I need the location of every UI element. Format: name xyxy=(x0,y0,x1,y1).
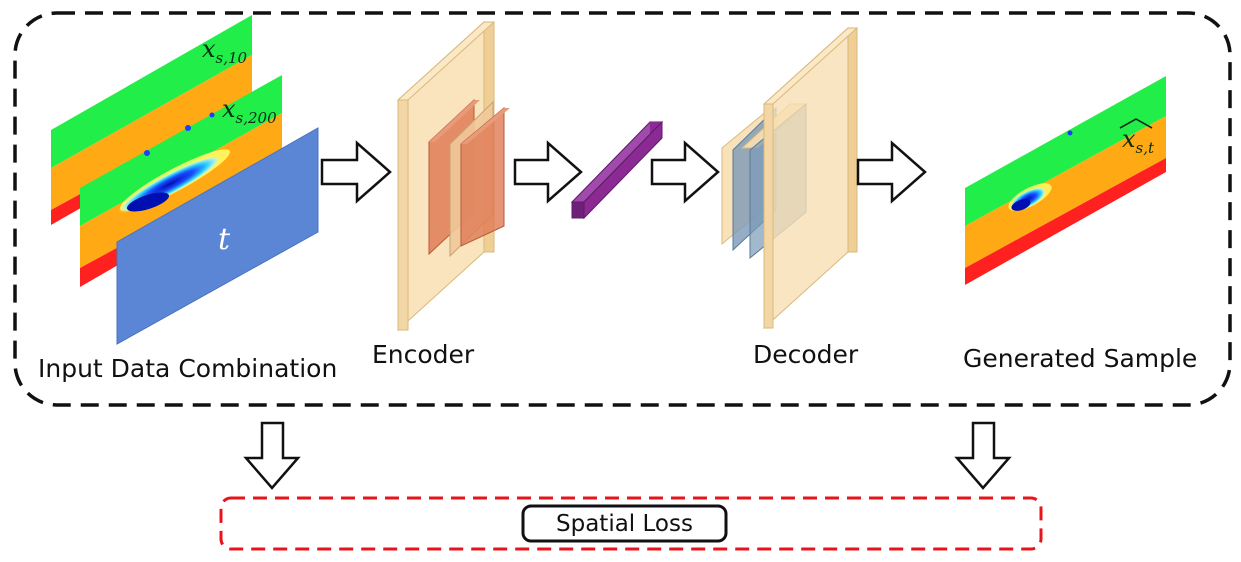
arrow-input-to-loss xyxy=(243,421,301,490)
decoder-block xyxy=(721,26,859,330)
input-label: Input Data Combination xyxy=(38,354,337,383)
loss-boundary xyxy=(219,496,1043,551)
hat-accent-icon xyxy=(1119,118,1153,129)
generated-label: Generated Sample xyxy=(963,344,1197,373)
decoder-label: Decoder xyxy=(753,340,859,369)
model-boundary xyxy=(13,11,1232,407)
spatial-loss-label: Spatial Loss xyxy=(556,511,693,537)
spatial-loss-box xyxy=(521,504,728,543)
t-label: t xyxy=(218,222,231,257)
generated-sample-panel: xs,t xyxy=(965,76,1166,285)
x-s10-label: xs,10 xyxy=(202,35,248,67)
input-panel-t: t xyxy=(116,127,319,345)
arrow-input-to-encoder xyxy=(320,140,392,204)
encoder-label: Encoder xyxy=(372,340,475,369)
arrow-latent-to-decoder xyxy=(650,140,720,204)
x-hat-label: xs,t xyxy=(1122,125,1155,157)
x-s200-label: xs,200 xyxy=(222,95,277,127)
arrow-decoder-to-output xyxy=(856,140,927,204)
arrow-encoder-to-latent xyxy=(513,140,583,204)
encoder-block xyxy=(396,20,510,332)
latent-vector xyxy=(570,120,664,220)
arrow-output-to-loss xyxy=(954,421,1012,490)
